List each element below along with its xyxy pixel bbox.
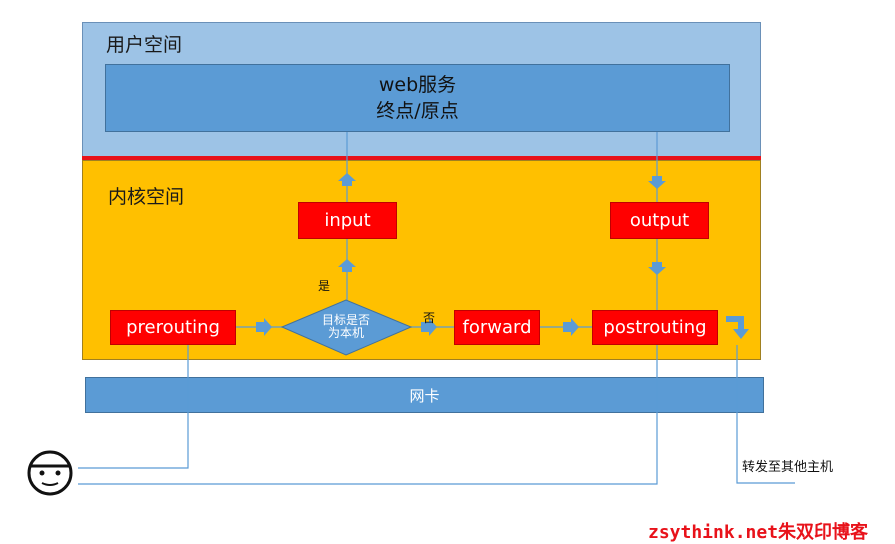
decision-label: 目标是否 为本机 <box>306 314 386 340</box>
kernel-space-label: 内核空间 <box>108 186 185 208</box>
forward-chain-box: forward <box>454 310 540 345</box>
output-chain-label: output <box>629 210 690 231</box>
line-postrouting-to-other-host <box>736 345 795 484</box>
decision-label-line2: 为本机 <box>327 326 364 340</box>
watermark-logo: zsythink.net朱双印博客 <box>648 522 869 543</box>
arrow-down-to-output <box>648 176 666 189</box>
line-client-to-prerouting <box>78 345 189 469</box>
user-space-label: 用户空间 <box>106 34 183 56</box>
web-service-box: web服务 终点/原点 <box>105 64 730 132</box>
forward-to-other-host-label: 转发至其他主机 <box>742 460 834 475</box>
input-chain-box: input <box>298 202 397 239</box>
smiley-face-icon <box>27 450 73 496</box>
user-kernel-divider <box>82 156 761 160</box>
arrow-up-to-web <box>338 173 356 186</box>
arrow-right-to-forward <box>421 318 437 336</box>
arrow-down-to-postrouting <box>648 262 666 275</box>
output-chain-box: output <box>610 202 709 239</box>
prerouting-chain-box: prerouting <box>110 310 236 345</box>
postrouting-chain-box: postrouting <box>592 310 718 345</box>
web-service-title: web服务 <box>378 74 457 96</box>
postrouting-chain-label: postrouting <box>603 317 707 338</box>
line-postrouting-to-client <box>78 345 658 485</box>
arrow-right-to-decision <box>256 318 272 336</box>
input-chain-label: input <box>324 210 371 231</box>
forward-chain-label: forward <box>462 317 532 338</box>
arrow-turn-down-out <box>726 316 749 339</box>
yes-label: 是 <box>318 279 331 293</box>
prerouting-chain-label: prerouting <box>126 317 220 338</box>
arrow-up-to-input <box>338 259 356 272</box>
nic-label: 网卡 <box>409 386 440 405</box>
nic-bar: 网卡 <box>85 377 764 413</box>
decision-label-line1: 目标是否 <box>321 313 370 327</box>
web-service-subtitle: 终点/原点 <box>376 100 459 122</box>
no-label: 否 <box>423 311 436 325</box>
decision-diamond <box>280 299 413 356</box>
arrow-right-to-postrouting <box>563 318 579 336</box>
